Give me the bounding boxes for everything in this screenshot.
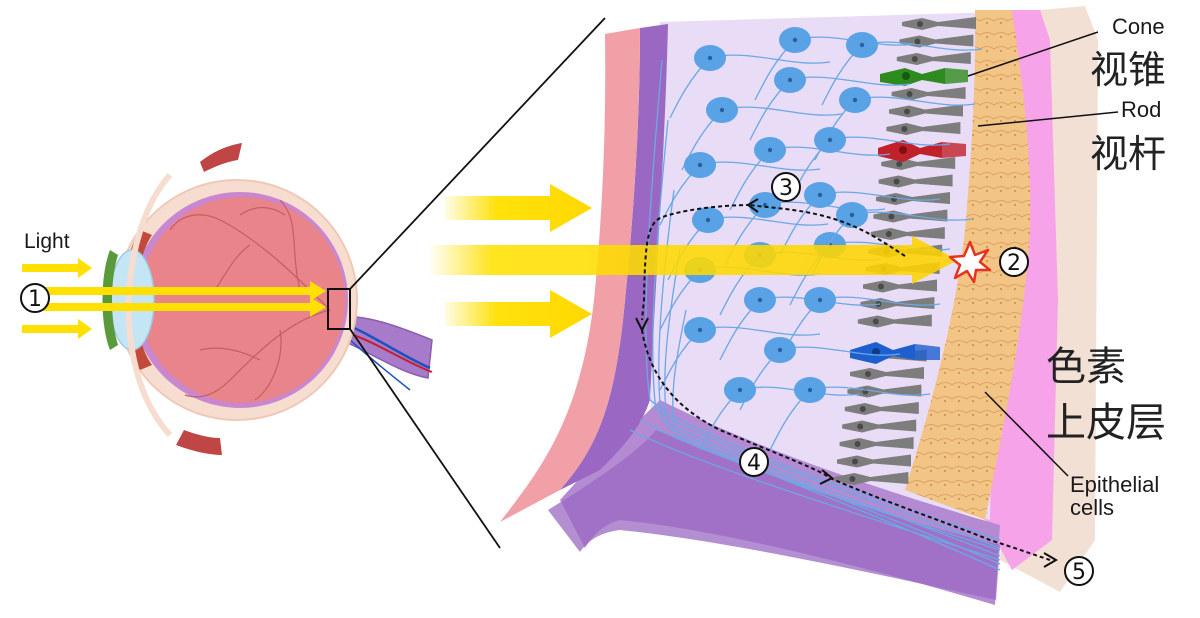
upper-eyelid <box>200 143 242 172</box>
cone-label-zh: 视锥 <box>1090 48 1166 92</box>
step-4-marker: 4 <box>739 447 769 477</box>
epithelial-label-1: Epithelial <box>1070 472 1159 497</box>
nerve-fibers <box>629 59 1001 571</box>
step-2-marker: 2 <box>999 247 1029 277</box>
neuron-cell <box>669 45 831 119</box>
rod-cell <box>850 367 924 380</box>
label-leaders <box>967 31 1119 477</box>
rod-cell <box>842 419 917 433</box>
blue-cone <box>850 342 940 364</box>
eye-interior <box>139 197 345 403</box>
rod-cell <box>844 402 919 415</box>
rod-cell <box>886 122 961 135</box>
rod-cell <box>863 279 937 293</box>
red-cone <box>878 140 966 162</box>
rod-cell <box>839 437 914 450</box>
svg-text:3: 3 <box>779 176 793 201</box>
retina-section <box>500 6 1098 605</box>
neuron-cell <box>779 287 941 361</box>
signal-path <box>641 204 1051 561</box>
signal-arrowheads <box>635 198 1058 568</box>
lower-purple-band <box>548 430 1000 600</box>
light-label: Light <box>24 230 70 253</box>
rod-cell <box>889 104 963 118</box>
absorption-flash <box>948 240 992 284</box>
rod-cell <box>837 454 911 468</box>
rod-cell <box>896 52 971 65</box>
svg-text:5: 5 <box>1072 560 1086 585</box>
magnify-box <box>327 288 351 330</box>
pigment-label-zh-1: 色素 <box>1046 344 1126 390</box>
step-3-marker: 3 <box>771 172 801 202</box>
rod-label-zh: 视杆 <box>1090 132 1166 176</box>
rod-label-en: Rod <box>1121 97 1161 122</box>
green-cone <box>880 68 968 86</box>
svg-text:1: 1 <box>28 287 42 312</box>
lower-eyelid <box>176 430 222 455</box>
neuron-cell <box>719 287 881 361</box>
rod-cell <box>878 174 953 188</box>
neuron-cell <box>699 377 861 451</box>
inner-limiting-layer <box>560 24 668 490</box>
step-1-marker: 1 <box>20 283 50 313</box>
eyeball-illustration <box>102 17 606 549</box>
rod-cell <box>870 227 945 240</box>
cone-label-en: Cone <box>1112 14 1165 39</box>
rod-cell <box>857 314 932 328</box>
neuron-cell <box>681 97 843 171</box>
rod-cell <box>891 87 966 100</box>
neuron-cell <box>814 87 976 161</box>
neuron-cell <box>749 67 911 141</box>
svg-text:4: 4 <box>747 451 761 476</box>
rod-cell <box>902 17 976 30</box>
neuron-cell <box>739 337 901 411</box>
rod-cell <box>899 34 974 48</box>
retina-light-arrows <box>428 184 958 338</box>
rod-cell <box>834 472 909 485</box>
neuron-cell <box>769 377 931 451</box>
incoming-light-arrows <box>22 258 326 339</box>
neuron-cell <box>821 32 983 106</box>
main-light-beam <box>428 236 958 284</box>
epithelial-label-2: cells <box>1070 495 1114 520</box>
neuron-layer <box>659 27 983 451</box>
step-5-marker: 5 <box>1064 556 1094 586</box>
svg-text:2: 2 <box>1007 251 1021 276</box>
iris <box>102 250 118 350</box>
neuron-cell <box>659 317 821 391</box>
vitreous-boundary <box>500 28 640 522</box>
pigment-label-zh-2: 上皮层 <box>1046 400 1166 446</box>
